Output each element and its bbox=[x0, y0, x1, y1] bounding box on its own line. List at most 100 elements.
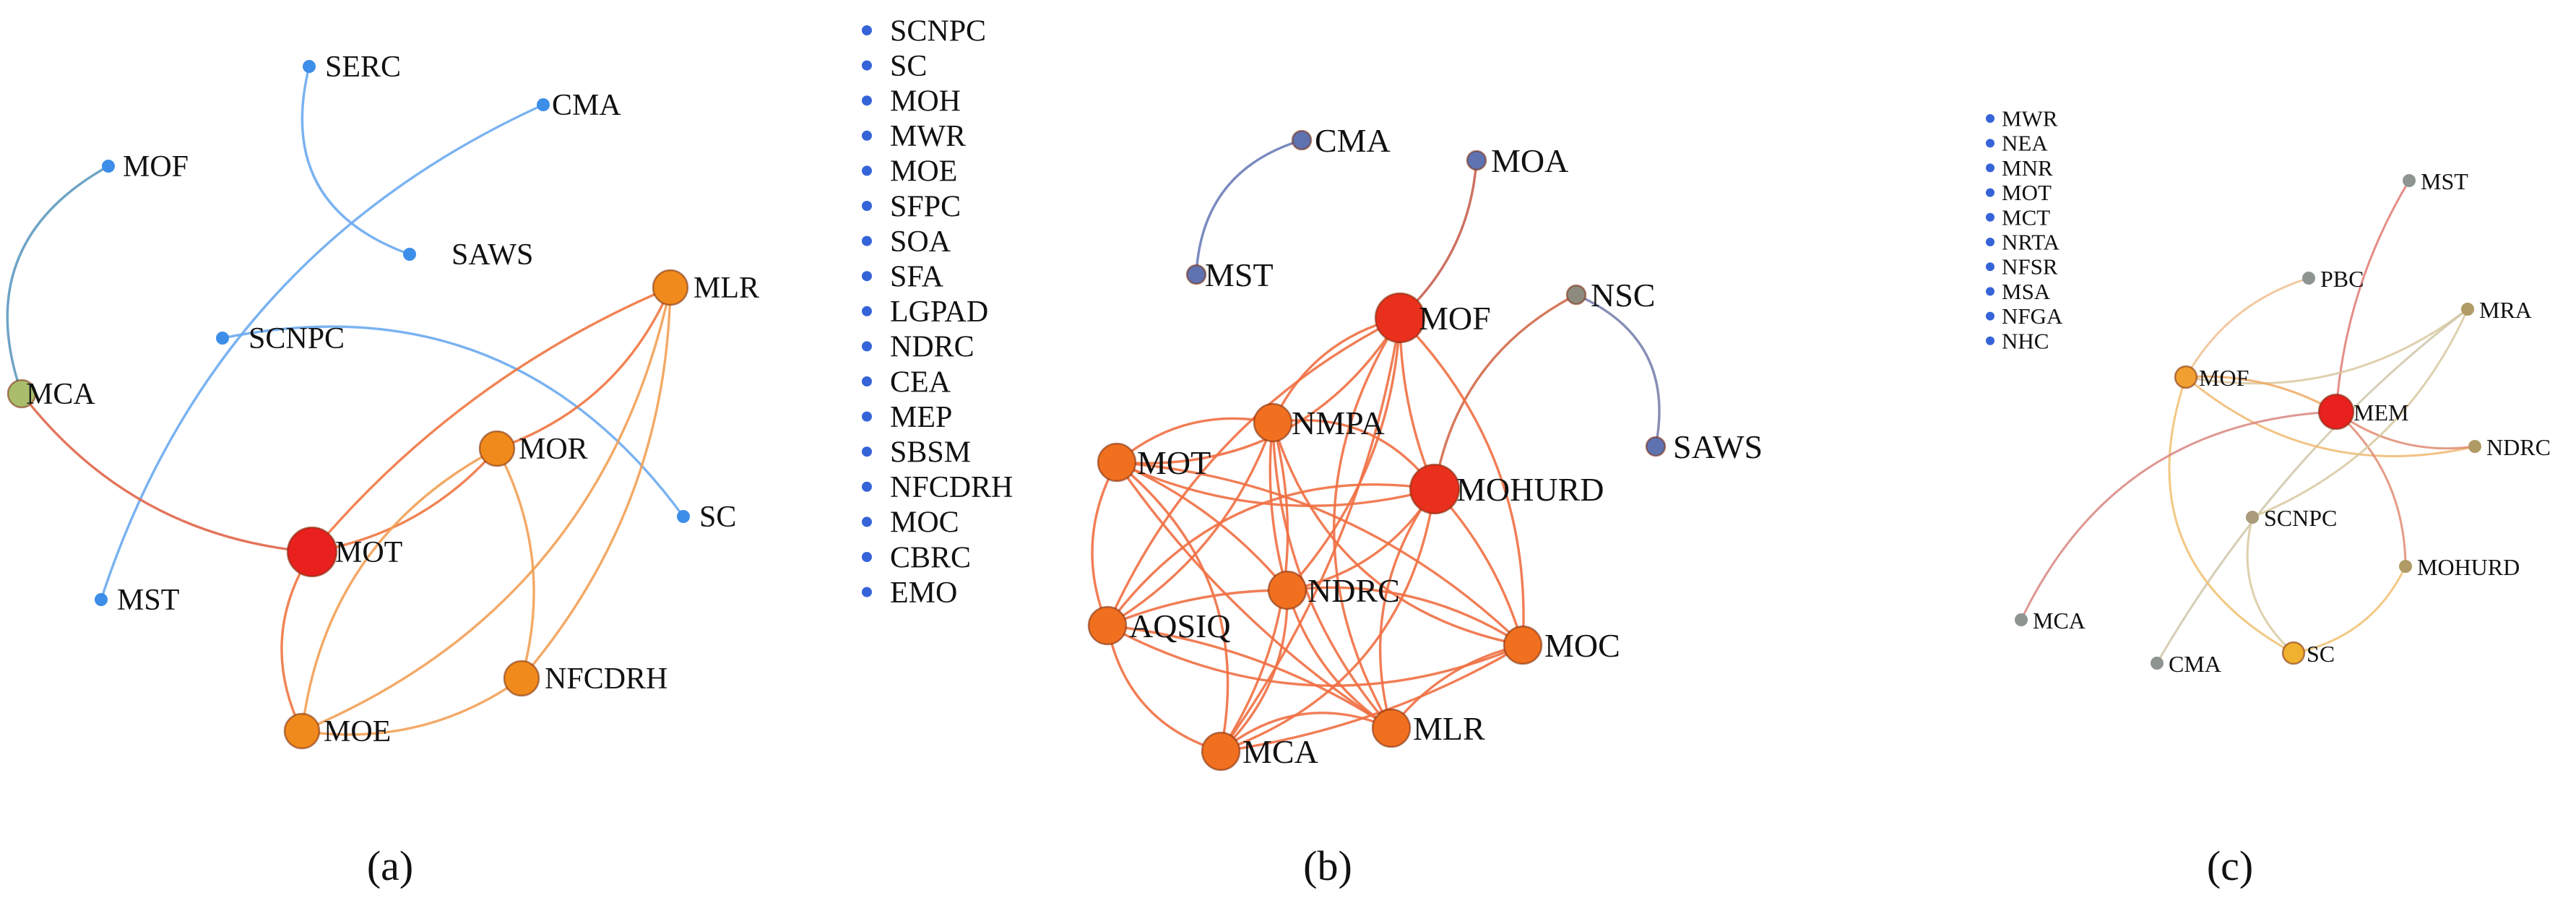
isolated-item-sfa: SFA bbox=[862, 260, 944, 293]
isolated-item-marker bbox=[1986, 311, 1994, 321]
node-mca-label: MCA bbox=[26, 378, 95, 411]
isolated-item-moh: MOH bbox=[862, 85, 961, 118]
node-mst: MST bbox=[1185, 256, 1274, 293]
node-mca-marker bbox=[2015, 613, 2028, 626]
edge-cma-mst bbox=[1195, 139, 1302, 275]
isolated-item-nfcdrh: NFCDRH bbox=[862, 471, 1013, 504]
node-aqsiq: AQSIQ bbox=[1087, 605, 1231, 646]
edge-mohurd-mca bbox=[1220, 488, 1436, 753]
node-pbc-label: PBC bbox=[2320, 266, 2364, 292]
node-mst-label: MST bbox=[117, 584, 179, 617]
node-mra: MRA bbox=[2461, 297, 2532, 323]
isolated-item-marker bbox=[862, 587, 872, 597]
isolated-item-marker bbox=[1986, 262, 1994, 272]
edge-nmpa-ndrc bbox=[1268, 422, 1289, 591]
edge-mem-ndrc bbox=[2335, 410, 2476, 450]
node-nfcdrh: NFCDRH bbox=[503, 660, 667, 697]
edge-mot-moc bbox=[1116, 461, 1524, 647]
node-mlr-label: MLR bbox=[693, 272, 759, 305]
edge-mot-mohurd bbox=[1116, 461, 1435, 507]
edge-mem-mca bbox=[2020, 410, 2337, 621]
node-mohurd-label: MOHURD bbox=[2417, 554, 2520, 580]
isolated-item-label: SOA bbox=[890, 225, 951, 259]
isolated-item-label: MOE bbox=[890, 155, 957, 189]
edge-mor-nfcdrh bbox=[496, 448, 535, 679]
edge-serc-saws bbox=[301, 66, 410, 256]
edge-mot-mor bbox=[311, 447, 498, 553]
node-nfcdrh-marker bbox=[503, 660, 540, 697]
edge-mof-ndrc bbox=[1286, 317, 1401, 592]
isolated-item-mep: MEP bbox=[862, 401, 952, 434]
node-ndrc: NDRC bbox=[2468, 434, 2551, 460]
isolated-item-marker bbox=[862, 130, 872, 141]
node-mst-marker bbox=[95, 593, 108, 606]
isolated-item-marker bbox=[862, 481, 872, 492]
isolated-item-label: NDRC bbox=[890, 331, 974, 364]
node-mst: MST bbox=[2403, 168, 2468, 194]
isolated-item-label: NEA bbox=[2002, 131, 2048, 156]
node-cma: CMA bbox=[1291, 122, 1391, 159]
panel-c-edges bbox=[2020, 180, 2476, 664]
node-mst-label: MST bbox=[1205, 256, 1274, 293]
isolated-item-cbrc: CBRC bbox=[862, 541, 971, 574]
isolated-item-emo: EMO bbox=[862, 576, 957, 610]
edge-ndrc-mca bbox=[1219, 589, 1289, 753]
node-nmpa-label: NMPA bbox=[1292, 405, 1385, 441]
node-pbc-marker bbox=[2302, 272, 2315, 285]
node-serc-marker bbox=[303, 60, 316, 73]
node-mlr-marker bbox=[652, 269, 689, 306]
node-mot-marker bbox=[286, 526, 338, 578]
node-mra-label: MRA bbox=[2479, 297, 2532, 323]
isolated-item-label: SFPC bbox=[890, 190, 961, 223]
isolated-item-marker bbox=[1986, 188, 1994, 197]
node-moc: MOC bbox=[1503, 625, 1620, 665]
node-sc-marker bbox=[677, 510, 690, 523]
node-scnpc-label: SCNPC bbox=[2264, 505, 2337, 531]
node-saws-label: SAWS bbox=[1673, 428, 1763, 465]
node-mohurd: MOHURD bbox=[1409, 463, 1604, 515]
isolated-item-label: NFCDRH bbox=[890, 471, 1013, 504]
edge-ndrc-aqsiq bbox=[1107, 589, 1288, 627]
edge-mof-aqsiq bbox=[1106, 316, 1401, 626]
edge-aqsiq-mca bbox=[1106, 625, 1222, 753]
edge-aqsiq-mlr bbox=[1107, 624, 1392, 730]
node-mst-marker bbox=[2403, 174, 2416, 187]
isolated-item-label: MOC bbox=[890, 506, 959, 540]
node-mot-label: MOT bbox=[1137, 444, 1211, 481]
node-scnpc-marker bbox=[2246, 511, 2259, 524]
node-mem: MEM bbox=[2317, 393, 2408, 431]
isolated-item-label: MWR bbox=[890, 120, 966, 153]
node-moc-marker bbox=[1503, 625, 1543, 665]
node-mot: MOT bbox=[286, 526, 402, 578]
node-mst-label: MST bbox=[2421, 168, 2468, 194]
node-mem-label: MEM bbox=[2354, 399, 2408, 425]
edge-nsc-mohurd bbox=[1433, 293, 1577, 490]
panel-a-nodes: SERCCMAMOFSAWSSCNPCMLRMCAMORMOTSCMSTNFCD… bbox=[7, 51, 759, 750]
node-mof: MOF bbox=[102, 150, 189, 183]
panel-a-network: SERCCMAMOFSAWSSCNPCMLRMCAMORMOTSCMSTNFCD… bbox=[6, 51, 759, 889]
isolated-item-scnpc: SCNPC bbox=[862, 14, 986, 48]
edge-nmpa-aqsiq bbox=[1107, 422, 1274, 627]
node-mca-marker bbox=[7, 379, 37, 409]
node-mof: MOF bbox=[2174, 365, 2249, 391]
node-cma-label: CMA bbox=[2169, 651, 2221, 677]
isolated-item-marker bbox=[862, 341, 872, 352]
node-moa: MOA bbox=[1466, 142, 1568, 179]
node-moe-marker bbox=[283, 712, 321, 750]
isolated-item-label: EMO bbox=[890, 576, 957, 610]
node-pbc: PBC bbox=[2302, 266, 2364, 292]
node-mof-marker bbox=[102, 160, 115, 173]
node-sc-marker bbox=[2281, 641, 2306, 665]
isolated-item-nfsr: NFSR bbox=[1986, 254, 2058, 280]
node-mst: MST bbox=[95, 584, 179, 617]
node-scnpc: SCNPC bbox=[2246, 505, 2337, 531]
edge-ndrc-moc bbox=[1287, 586, 1523, 647]
node-cma-marker bbox=[537, 98, 550, 111]
node-mca-label: MCA bbox=[2033, 608, 2086, 634]
isolated-item-label: SC bbox=[890, 50, 927, 83]
edge-nmpa-mot bbox=[1115, 417, 1274, 464]
